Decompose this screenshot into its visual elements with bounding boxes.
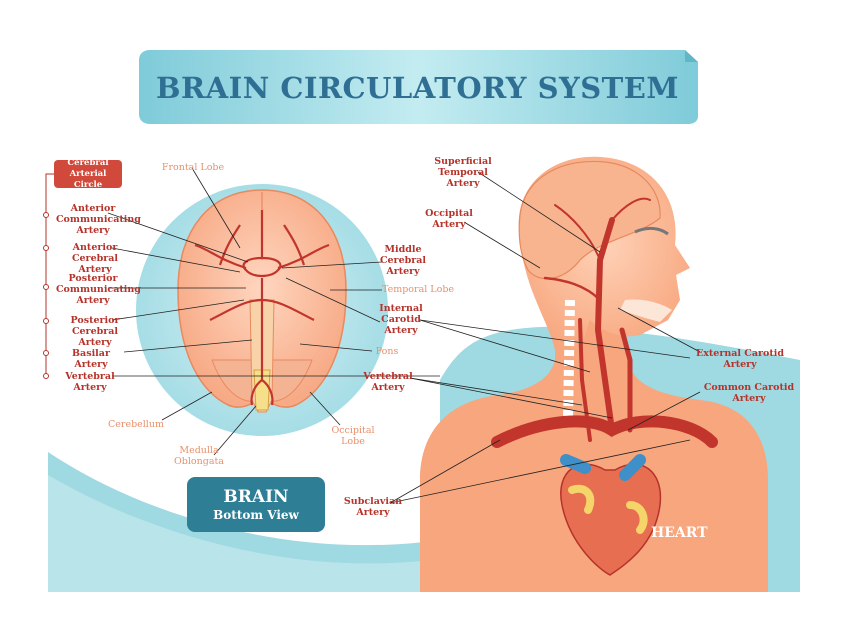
label-subclavian: Subclavian Artery bbox=[343, 496, 403, 518]
label-occipital-lobe: Occipital Lobe bbox=[331, 425, 375, 447]
label-medulla-oblongata: Medulla Oblongata bbox=[174, 445, 224, 467]
label-internal-carotid: Internal Carotid Artery bbox=[379, 303, 423, 336]
label-posterior-cerebral: Posterior Cerebral Artery bbox=[70, 315, 120, 348]
label-temporal-lobe: Temporal Lobe bbox=[382, 284, 455, 295]
label-heart: HEART bbox=[651, 525, 708, 541]
page-title: BRAIN CIRCULATORY SYSTEM bbox=[156, 71, 679, 105]
brain-view-title: BRAIN bbox=[223, 486, 289, 507]
label-vertebral-artery-right: Vertebral Artery bbox=[363, 371, 413, 393]
neck-arteries bbox=[543, 197, 651, 442]
brain-view-subtitle: Bottom View bbox=[213, 507, 299, 522]
left-leader-lines bbox=[107, 167, 440, 456]
subclavian-arteries bbox=[491, 415, 718, 448]
arterial-circle-vessels bbox=[194, 210, 330, 406]
label-middle-cerebral: Middle Cerebral Artery bbox=[379, 244, 427, 277]
label-cerebellum: Cerebellum bbox=[108, 419, 164, 430]
eye-brow bbox=[634, 226, 669, 236]
label-superficial-temporal: Superficial Temporal Artery bbox=[434, 156, 492, 189]
cerebral-arterial-circle-text: Cerebral Arterial Circle bbox=[67, 157, 109, 190]
label-occipital-artery: Occipital Artery bbox=[425, 208, 473, 230]
label-anterior-communicating: Anterior Communicating Artery bbox=[56, 203, 141, 236]
label-basilar-artery: Basilar Artery bbox=[72, 348, 110, 370]
jaw-bone bbox=[620, 299, 672, 322]
title-banner bbox=[139, 50, 698, 124]
cerebral-arterial-circle-heading: Cerebral Arterial Circle bbox=[54, 157, 122, 190]
label-frontal-lobe: Frontal Lobe bbox=[161, 162, 225, 173]
label-vertebral-artery-left: Vertebral Artery bbox=[65, 371, 115, 393]
label-common-carotid: Common Carotid Artery bbox=[703, 382, 795, 404]
spine bbox=[563, 299, 575, 421]
label-anterior-cerebral: Anterior Cerebral Artery bbox=[71, 242, 119, 275]
left-leader-bracket bbox=[43, 173, 54, 379]
medulla-shape bbox=[253, 369, 271, 411]
label-external-carotid: External Carotid Artery bbox=[695, 348, 785, 370]
heart-fat bbox=[568, 484, 648, 534]
right-leader-lines bbox=[389, 171, 701, 504]
torso-silhouette bbox=[420, 320, 768, 592]
background-wave bbox=[48, 475, 430, 592]
brain-bottom-view-box: BRAIN Bottom View bbox=[187, 477, 325, 532]
label-posterior-communicating: Posterior Communicating Artery bbox=[56, 273, 141, 306]
label-pons: Pons bbox=[375, 346, 399, 357]
title-banner-fold bbox=[685, 50, 698, 62]
